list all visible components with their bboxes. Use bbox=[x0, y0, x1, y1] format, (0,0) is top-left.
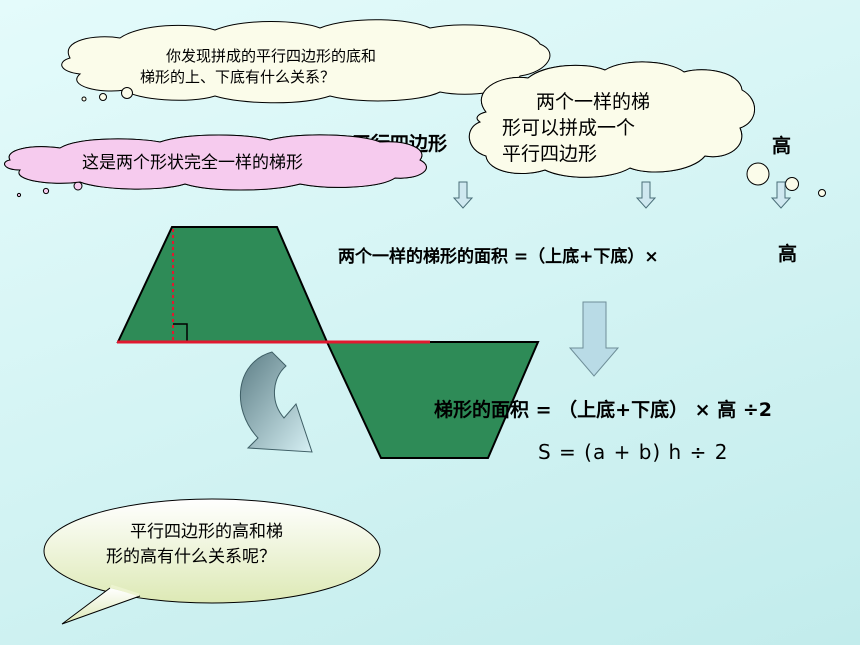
down-arrow-small-mid-icon bbox=[635, 181, 657, 209]
down-arrow-large-icon bbox=[568, 301, 620, 377]
lower-trapezoid bbox=[325, 341, 540, 459]
top-question-line-1: 你发现拼成的平行四边形的底和 bbox=[166, 47, 377, 65]
rotation-curved-arrow-icon bbox=[239, 351, 313, 453]
two-same-line-2: 形可以拼成一个 bbox=[502, 117, 636, 139]
same-shape-text: 这是两个形状完全一样的梯形 bbox=[82, 153, 303, 173]
hidden-parallelogram-label: 平行四边形 bbox=[352, 133, 448, 155]
trapezoid-area-formula: 梯形的面积 = （上底+下底） × 高 ÷2 bbox=[434, 399, 772, 421]
down-arrow-small-right-icon bbox=[770, 181, 792, 209]
two-same-line-3: 平行四边形 bbox=[502, 143, 598, 165]
two-trapezoid-area-formula: 两个一样的梯形的面积 =（上底+下底）× bbox=[338, 247, 659, 267]
top-question-line-2: 梯形的上、下底有什么关系？ bbox=[140, 68, 336, 86]
down-arrow-small-left-icon bbox=[452, 181, 474, 209]
trapezoid-area-symbolic-formula: S = (a + b) h ÷ 2 bbox=[538, 440, 729, 464]
right-angle-marker bbox=[173, 323, 188, 341]
upper-trapezoid bbox=[116, 226, 329, 343]
height-label-formula-two: 高 bbox=[778, 243, 798, 265]
bottom-question-line-2: 形的高有什么关系呢？ bbox=[106, 547, 276, 567]
two-same-line-1: 两个一样的梯 bbox=[536, 91, 651, 113]
height-label-top: 高 bbox=[772, 135, 792, 157]
bottom-question-bubble bbox=[43, 498, 381, 625]
bottom-question-line-1: 平行四边形的高和梯 bbox=[130, 522, 283, 542]
